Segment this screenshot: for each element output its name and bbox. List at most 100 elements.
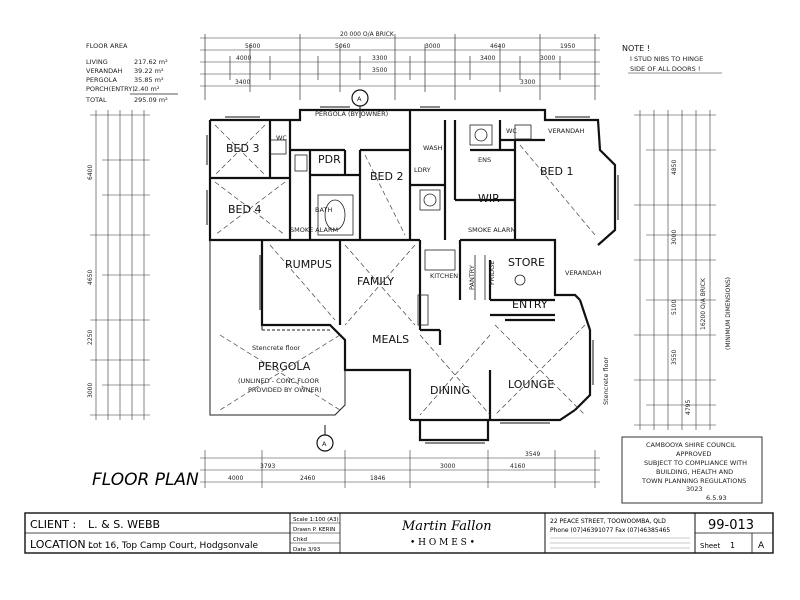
room-family: FAMILY	[357, 275, 394, 288]
room-pergola: PERGOLA	[258, 360, 311, 373]
bottom-dim-4: 1846	[370, 475, 385, 482]
section-marker-bottom: A	[316, 425, 334, 452]
council-title: CAMBOOYA SHIRE COUNCIL	[646, 441, 736, 449]
floor-area-pergola-value: 35.85 m²	[134, 76, 164, 84]
floor-area-pergola: PERGOLA	[86, 76, 117, 84]
location-label: LOCATION :	[30, 538, 93, 551]
top-dim-12: 3300	[520, 79, 535, 86]
room-verandah-right: VERANDAH	[565, 269, 601, 277]
pergola-top-note: PERGOLA (BY OWNER)	[315, 110, 388, 118]
floor-area-total-value: 295.09 m²	[134, 96, 168, 104]
right-dim-4: 3550	[671, 350, 678, 365]
smoke-alarm-1: SMOKE ALARM	[290, 226, 338, 234]
floor-area-verandah-value: 39.22 m²	[134, 67, 164, 75]
top-dim-11: 3500	[372, 67, 387, 74]
checked-field: Chkd	[293, 537, 307, 543]
left-dim-4: 3000	[87, 383, 94, 398]
section-marker-label: A	[357, 95, 362, 103]
top-dim-10: 3400	[235, 79, 250, 86]
job-number: 99-013	[708, 518, 754, 533]
floor-area-porch: PORCH(ENTRY)	[86, 85, 135, 93]
top-dim-3: 3000	[425, 43, 440, 50]
floor-area-verandah: VERANDAH	[86, 67, 122, 75]
bottom-dim-2: 4000	[228, 475, 243, 482]
top-dim-2: 5060	[335, 43, 350, 50]
floor-area-living: LIVING	[86, 58, 108, 66]
door-note: NOTE ! I STUD NIBS TO HINGE SIDE OF ALL …	[622, 44, 722, 74]
top-dim-6: 4000	[236, 55, 251, 62]
company-name: Martin Fallon	[401, 519, 492, 534]
date-field: Date 3/93	[293, 547, 321, 553]
top-dim-7: 3300	[372, 55, 387, 62]
floor-area-porch-value: 2.40 m²	[134, 85, 160, 93]
floor-area-heading: FLOOR AREA	[86, 42, 128, 50]
room-bath: BATH	[315, 206, 332, 214]
room-entry: ENTRY	[512, 298, 548, 311]
pantry-label: PANTRY	[468, 265, 476, 290]
overall-dimension: 20 000 O/A BRICK	[340, 31, 395, 38]
top-dim-5: 1950	[560, 43, 575, 50]
bottom-dim-6: 4160	[510, 463, 525, 470]
floor-plan-title: FLOOR PLAN	[92, 470, 199, 490]
room-wir: WIR	[478, 192, 500, 205]
floor-area-total: TOTAL	[85, 96, 107, 104]
bottom-dim-5: 3000	[440, 463, 455, 470]
floor-area-table: FLOOR AREA LIVING 217.62 m² VERANDAH 39.…	[85, 42, 178, 104]
company-phone: Phone (07)46391077 Fax (07)46385465	[550, 527, 670, 534]
council-ref: 3023	[686, 485, 703, 493]
fridge-label: FRIDGE	[488, 261, 496, 285]
right-dim-2: 3000	[671, 230, 678, 245]
bottom-dim-1: 3793	[260, 463, 275, 470]
pergola-note-1: (UNLINED - CONC FLOOR	[238, 377, 320, 385]
location-value: Lot 16, Top Camp Court, Hodgsonvale	[88, 541, 259, 551]
council-line-4: TOWN PLANNING REGULATIONS	[641, 477, 746, 485]
right-dimensions	[634, 110, 716, 430]
room-rumpus: RUMPUS	[285, 258, 332, 271]
left-dim-2: 4650	[87, 270, 94, 285]
top-dim-9: 3000	[540, 55, 555, 62]
company-address: 22 PEACE STREET, TOOWOOMBA, QLD	[550, 518, 666, 525]
fixtures	[269, 124, 532, 326]
right-overall-dim: 16200 O/A BRICK	[700, 277, 707, 330]
wash-label: WASH	[423, 144, 443, 152]
bottom-dim-3: 2460	[300, 475, 315, 482]
room-meals: MEALS	[372, 333, 409, 346]
right-dim-1: 4850	[671, 160, 678, 175]
pergola-area	[209, 240, 346, 416]
room-bed2: BED 2	[370, 170, 403, 183]
bottom-dim-7: 3549	[525, 451, 540, 458]
room-bed1: BED 1	[540, 165, 573, 178]
room-verandah-top: VERANDAH	[548, 127, 584, 135]
room-ens: ENS	[478, 156, 491, 164]
smoke-alarm-2: SMOKE ALARM	[468, 226, 516, 234]
top-dim-8: 3400	[480, 55, 495, 62]
floor-area-living-value: 217.62 m²	[134, 58, 168, 66]
slab-floor-note: Stencrete floor	[252, 344, 301, 352]
left-dimensions	[90, 110, 150, 420]
room-bed4: BED 4	[228, 203, 261, 216]
stencrete-right-note: Stencrete floor	[602, 356, 610, 405]
note-line-1: NOTE !	[622, 44, 650, 53]
revision: A	[758, 541, 765, 551]
bottom-dimensions	[200, 450, 600, 488]
room-bed3: BED 3	[226, 142, 259, 155]
client-value: L. & S. WEBB	[88, 518, 160, 531]
right-dim-5: 4795	[685, 400, 692, 415]
council-line-3: BUILDING, HEALTH AND	[656, 468, 733, 476]
council-line-2: SUBJECT TO COMPLIANCE WITH	[644, 459, 747, 467]
left-dim-3: 2250	[87, 330, 94, 345]
room-store: STORE	[508, 256, 545, 269]
sheet-value: 1	[730, 541, 735, 550]
top-dim-1: 5600	[245, 43, 260, 50]
note-line-3: SIDE OF ALL DOORS !	[630, 65, 700, 73]
room-wc2: WC	[506, 127, 517, 135]
drawn-field: Drawn P. KERIN	[293, 527, 335, 533]
room-dining: DINING	[430, 384, 470, 397]
council-line-1: APPROVED	[676, 450, 711, 458]
room-wc: WC	[276, 134, 287, 142]
client-label: CLIENT :	[30, 518, 76, 531]
scale-field: Scale 1:100 (A3)	[293, 517, 339, 523]
room-lounge: LOUNGE	[508, 378, 554, 391]
left-dim-1: 6400	[87, 165, 94, 180]
